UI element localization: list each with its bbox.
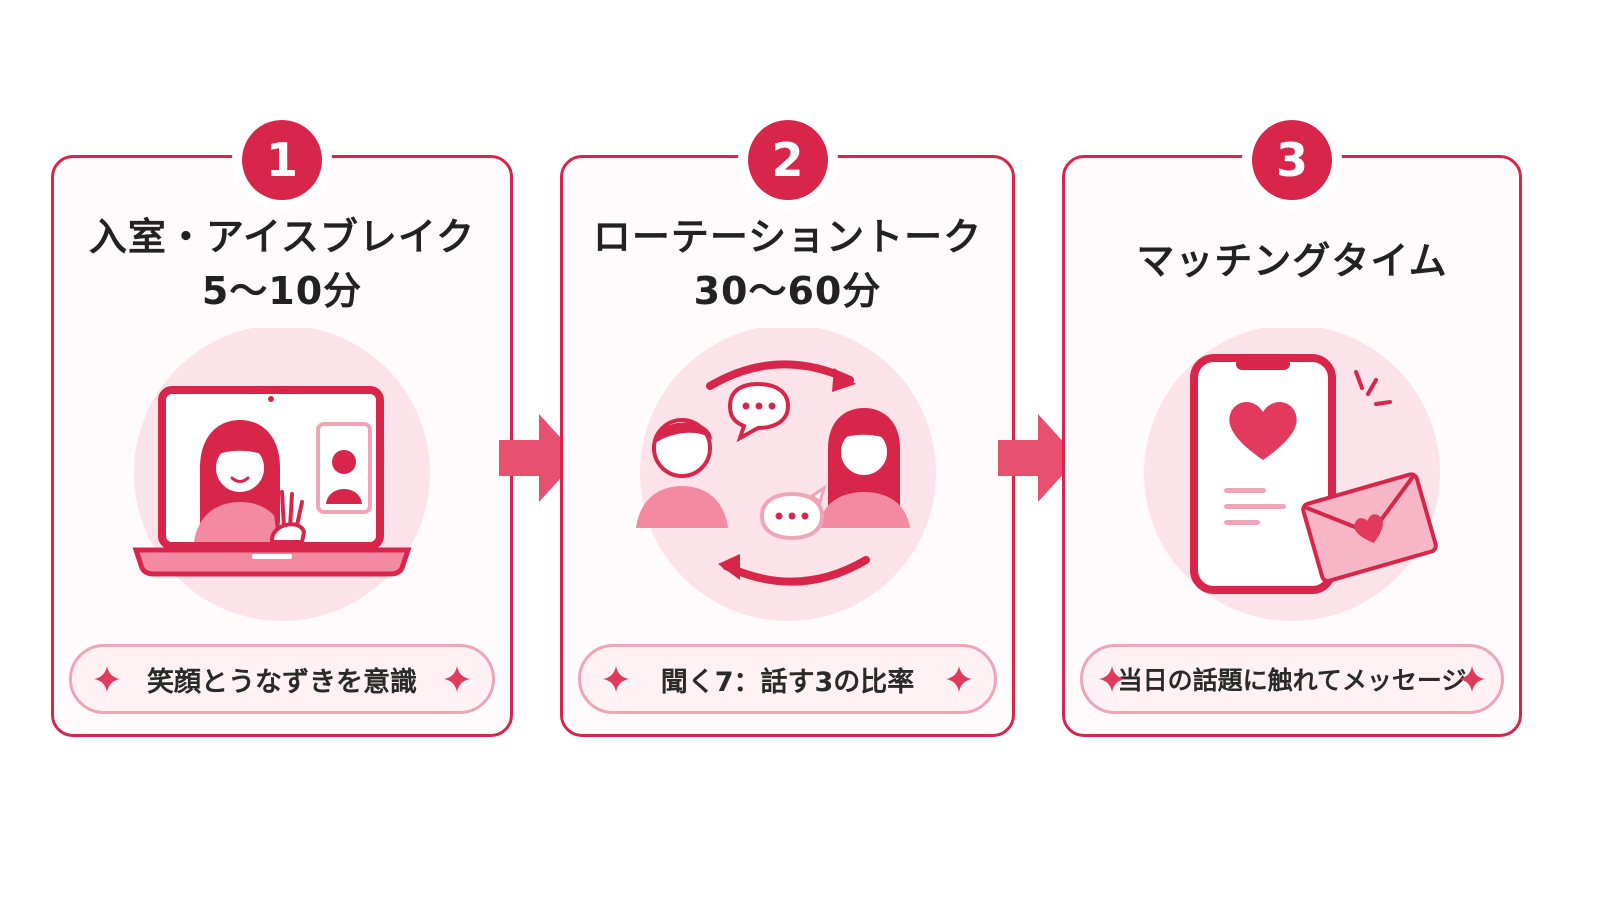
step-card-2: 2 ローテーショントーク 30〜60分 聞く7：話す3の比率 [560,120,1015,737]
sparkle-icon [946,666,972,692]
step-title: 入室・アイスブレイク 5〜10分 [54,210,510,318]
sparkle-icon [444,666,470,692]
step-number-badge: 1 [242,120,322,200]
rotation-talk-icon [635,328,936,621]
step-card-1: 1 入室・アイスブレイク 5〜10分 笑顔とうなずきを意識 [51,120,513,737]
step-number-badge: 2 [747,120,828,200]
tip-pill: 当日の話題に触れてメッセージ [1080,644,1504,714]
step-title: ローテーショントーク 30〜60分 [563,210,1012,318]
step-number-badge: 3 [1252,120,1332,200]
step-title: マッチングタイム [1065,234,1519,288]
arrow-right-icon [499,414,579,502]
tip-text: 聞く7：話す3の比率 [660,666,915,698]
tip-pill: 聞く7：話す3の比率 [578,644,997,714]
laptop-video-call-icon [132,328,430,621]
step-duration: 30〜60分 [693,269,882,313]
sparkle-icon [1099,666,1125,692]
tip-text: 笑顔とうなずきを意識 [147,666,417,698]
step-title-line1: 入室・アイスブレイク [88,215,476,259]
step-duration: 5〜10分 [201,269,363,313]
step-card-3: 3 マッチングタイム 当日の話題に触れてメッセージ [1062,120,1522,737]
tip-pill: 笑顔とうなずきを意識 [69,644,495,714]
sparkle-icon [94,666,120,692]
sparkle-icon [1459,666,1485,692]
step-title-line1: ローテーショントーク [592,215,983,259]
phone-heart-message-icon [1144,328,1440,621]
sparkle-icon [603,666,629,692]
arrow-right-icon [998,414,1078,502]
step-title-line1: マッチングタイム [1136,239,1448,283]
tip-text: 当日の話題に触れてメッセージ [1117,666,1467,695]
